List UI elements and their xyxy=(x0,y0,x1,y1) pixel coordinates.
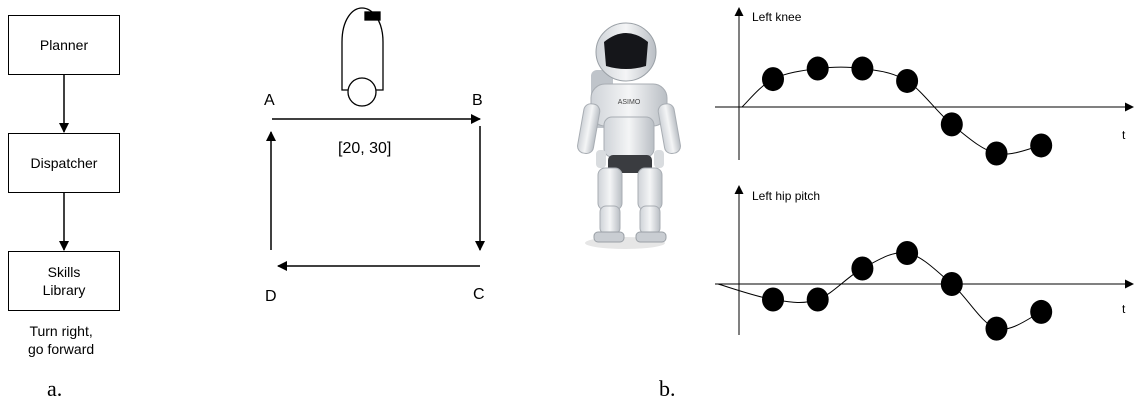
robot-badge: ASIMO xyxy=(618,99,641,106)
knee-waypoint-2 xyxy=(806,56,829,81)
caption-b: b. xyxy=(659,376,676,401)
knee-curve xyxy=(741,66,1042,155)
planner-box: Planner xyxy=(8,15,120,75)
knee-points xyxy=(762,56,1053,166)
hip-waypoint-7 xyxy=(1030,299,1053,324)
hip-graph xyxy=(715,185,1134,341)
mobile-robot-icon xyxy=(341,7,384,107)
hip-waypoint-4 xyxy=(896,241,919,265)
hip-waypoint-3 xyxy=(851,256,874,281)
skills-note: Turn right, go forward xyxy=(28,323,95,357)
planner-label: Planner xyxy=(39,37,89,53)
knee-waypoint-6 xyxy=(985,141,1008,166)
hip-waypoint-2 xyxy=(806,287,829,312)
node-a-label: A xyxy=(264,92,275,109)
humanoid-robot-image: ASIMO xyxy=(577,22,681,249)
knee-waypoint-4 xyxy=(896,68,919,93)
node-c-label: C xyxy=(473,286,485,303)
node-d-label: D xyxy=(265,288,277,305)
knee-t-label: t xyxy=(1122,128,1126,142)
node-b-label: B xyxy=(472,92,483,109)
knee-axis-label: Left knee xyxy=(752,10,802,24)
skills-library-label: Skills Library xyxy=(42,264,86,298)
skills-library-box: Skills Library xyxy=(8,251,120,311)
knee-waypoint-5 xyxy=(940,112,963,137)
hip-axis-label: Left hip pitch xyxy=(752,189,821,203)
knee-waypoint-7 xyxy=(1030,133,1053,158)
hip-waypoint-6 xyxy=(985,316,1008,341)
hip-points xyxy=(762,241,1053,341)
knee-graph xyxy=(715,7,1134,166)
knee-waypoint-1 xyxy=(762,67,784,92)
hip-waypoint-1 xyxy=(762,287,784,312)
dispatcher-label: Dispatcher xyxy=(30,155,98,171)
caption-a: a. xyxy=(47,376,63,401)
knee-waypoint-3 xyxy=(851,56,874,81)
hip-t-label: t xyxy=(1122,302,1126,316)
hip-waypoint-5 xyxy=(940,272,963,296)
edge-interval-label: [20, 30] xyxy=(338,140,392,157)
